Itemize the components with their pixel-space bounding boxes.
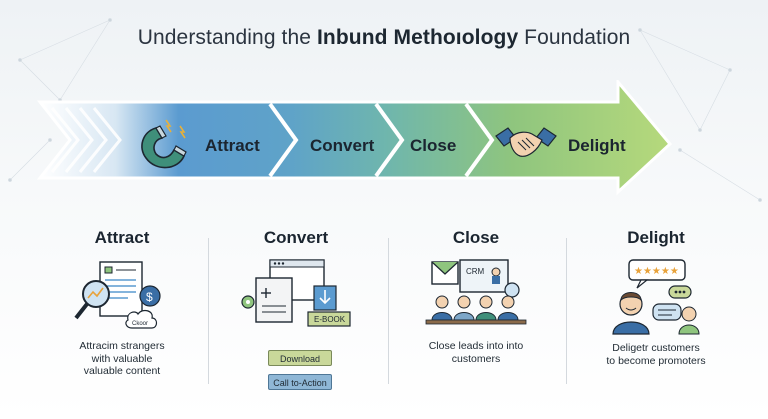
magnet-icon: [141, 119, 187, 169]
desc-line: to become promoters: [606, 354, 706, 367]
column-divider: [388, 238, 389, 384]
column-heading: Convert: [263, 228, 329, 247]
svg-text:$: $: [146, 290, 153, 304]
banner-chevrons: [50, 107, 122, 173]
methodology-arrow-banner: Attract Convert Close Delight: [36, 80, 673, 196]
landing-page-ebook-icon: E-BOOK: [241, 259, 351, 327]
column-convert: Convert E-BOOK: [206, 228, 386, 336]
title-prefix: Understanding the: [137, 26, 317, 49]
magnifier-document-icon: $ Ckoor: [74, 261, 161, 329]
banner-label-close: Close: [410, 136, 456, 155]
call-to-action-button[interactable]: Call to-Action: [268, 374, 332, 390]
title-suffix: Foundation: [518, 26, 631, 49]
banner-separators: [268, 102, 495, 178]
banner-arrow-body: [36, 80, 673, 196]
download-button[interactable]: Download: [268, 350, 332, 366]
happy-customers-icon: ★★★★★: [612, 259, 700, 335]
desc-line: with valuable: [91, 352, 153, 365]
crm-meeting-icon: CRM: [425, 259, 527, 325]
banner-label-delight: Delight: [568, 136, 626, 155]
column-heading: Close: [452, 228, 500, 247]
column-heading: Delight: [627, 228, 685, 247]
cloud-label: Ckoor: [132, 321, 148, 327]
column-heading: Attract: [94, 228, 150, 247]
desc-line: customers: [451, 352, 501, 365]
desc-line: valuable content: [83, 365, 161, 377]
column-divider: [208, 238, 209, 384]
handshake-icon: [495, 127, 557, 157]
rating-stars: ★★★★★: [634, 266, 679, 277]
ebook-label: E-BOOK: [314, 315, 346, 324]
desc-line: Close leads into into: [428, 340, 524, 352]
crm-label: CRM: [466, 267, 485, 276]
banner-label-convert: Convert: [310, 136, 375, 155]
meeting-people: [425, 295, 527, 325]
desc-line: Deligetr customers: [612, 342, 700, 354]
title-bold: Inbund Methoıology: [316, 26, 519, 49]
banner-label-attract: Attract: [205, 136, 260, 155]
column-divider: [566, 238, 567, 384]
page-title: Understanding the Inbund Methoıology Fou…: [0, 26, 768, 50]
desc-line: Attracim strangers: [79, 340, 165, 352]
